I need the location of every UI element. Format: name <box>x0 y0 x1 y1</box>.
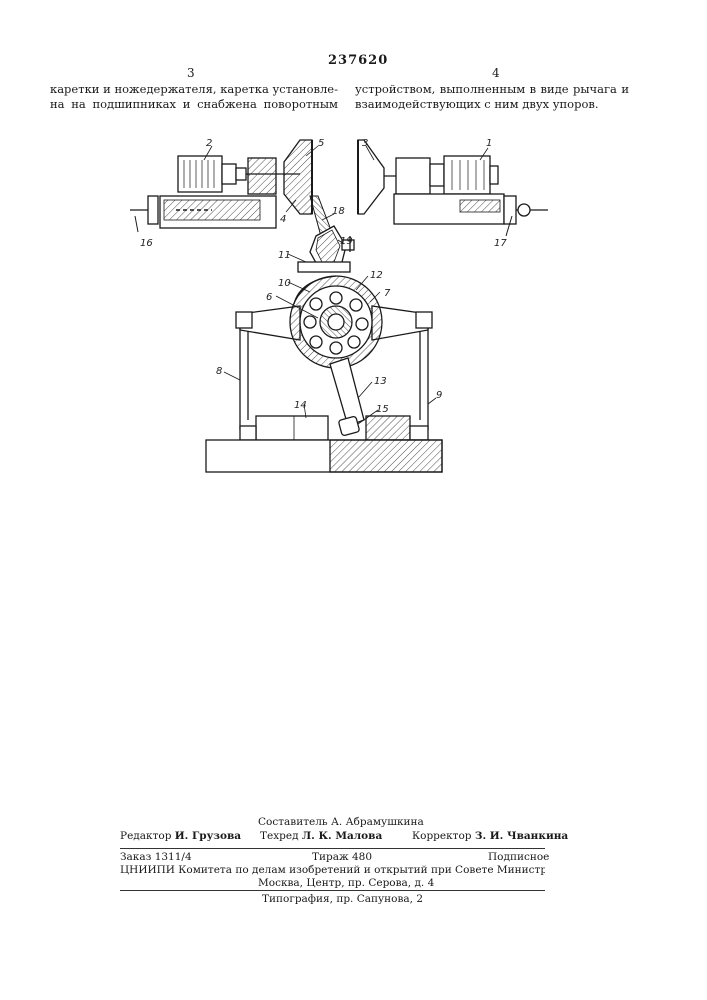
techred-name: Л. К. Малова <box>302 830 382 842</box>
imprint-address: Москва, Центр, пр. Серова, д. 4 <box>258 877 434 889</box>
left-carriage <box>130 196 276 232</box>
label-12: 12 <box>370 270 383 281</box>
right-carriage <box>394 194 548 236</box>
label-8: 8 <box>216 366 222 377</box>
label-15: 15 <box>376 404 389 415</box>
label-5: 5 <box>318 138 324 149</box>
label-17: 17 <box>494 238 507 249</box>
imprint-order: Заказ 1311/4 <box>120 851 192 863</box>
imprint-divider-2 <box>120 890 545 891</box>
knife-holder-11 <box>298 226 354 272</box>
label-4: 4 <box>280 214 286 225</box>
label-11: 11 <box>278 250 291 261</box>
label-10: 10 <box>278 278 291 289</box>
base <box>206 440 442 472</box>
technical-drawing: 2 5 4 3 1 16 17 18 19 11 10 12 7 6 8 9 1… <box>0 0 707 500</box>
corrector-name: З. И. Чванкина <box>475 830 568 842</box>
imprint-subscription: Подписное <box>488 851 549 863</box>
editor-label: Редактор <box>120 830 171 842</box>
imprint-techred: Техред Л. К. Малова <box>260 830 382 842</box>
left-cup-wheel-5 <box>284 140 312 214</box>
label-14: 14 <box>294 400 307 411</box>
right-motor-1 <box>384 156 498 194</box>
corrector-label: Корректор <box>412 830 472 842</box>
imprint-institute: ЦНИИПИ Комитета по делам изобретений и о… <box>120 864 545 876</box>
label-13: 13 <box>374 376 387 387</box>
imprint-divider <box>120 848 545 849</box>
label-9: 9 <box>436 390 442 401</box>
bearing-housing-12 <box>290 276 382 368</box>
right-cup-wheel-3 <box>358 140 384 214</box>
label-1: 1 <box>486 138 492 149</box>
techred-label: Техред <box>260 830 299 842</box>
label-7: 7 <box>384 288 391 299</box>
label-16: 16 <box>140 238 153 249</box>
label-2: 2 <box>206 138 212 149</box>
imprint-circulation: Тираж 480 <box>312 851 372 863</box>
editor-name: И. Грузова <box>175 830 241 842</box>
label-18: 18 <box>332 206 345 217</box>
stops <box>240 416 428 440</box>
left-motor-2 <box>178 156 300 194</box>
imprint-corrector: Корректор З. И. Чванкина <box>412 830 568 842</box>
imprint-compiler: Составитель А. Абрамушкина <box>258 816 424 828</box>
imprint-printer: Типография, пр. Сапунова, 2 <box>262 893 423 905</box>
label-6: 6 <box>266 292 272 303</box>
imprint-editor: Редактор И. Грузова <box>120 830 241 842</box>
label-19: 19 <box>340 236 353 247</box>
label-3: 3 <box>362 138 368 149</box>
